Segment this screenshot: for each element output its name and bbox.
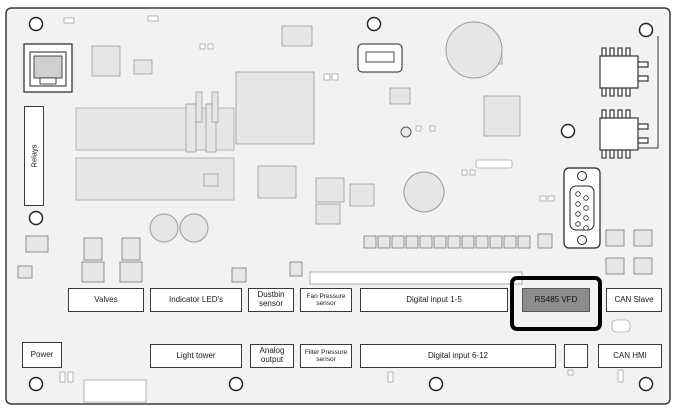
can-chip [605,229,625,247]
mounting-hole [228,376,244,392]
mounting-hole [428,376,444,392]
connector-block [289,261,303,277]
mounting-hole [28,16,44,32]
mounting-hole [560,123,576,139]
terminal-strip [309,271,523,285]
db9-connector [563,167,601,249]
ic-chip [185,103,197,153]
dustbin-sensor-label: Dustbin sensor [248,288,294,312]
ic-chip [315,177,345,203]
pressure-sensor [599,109,649,159]
connector-block [119,261,143,283]
ic-chip [349,183,375,207]
digital-input-1-5-label: Digital input 1-5 [360,288,508,312]
mounting-hole [638,376,654,392]
ic-chip [211,91,219,123]
ethernet-jack [23,43,73,93]
ic-chip [235,71,315,145]
ic-chip [205,103,217,153]
light-tower-label: Light tower [150,344,242,368]
pushbutton [400,126,412,138]
pressure-sensor [599,47,649,97]
inductor [149,213,179,243]
blank-label [564,344,588,368]
power-label: Power [22,342,62,368]
inductor [179,213,209,243]
usb-connector [357,43,403,73]
ic-chip [195,91,203,123]
ic-chip [281,25,313,47]
rs485-vfd-label[interactable]: RS485 VFD [522,288,590,312]
valves-label: Valves [68,288,144,312]
ic-chip [91,45,121,77]
fan-pressure-sensor-label: Fan Pressure sensor [300,288,352,312]
mounting-hole [366,16,382,32]
can-chip [605,257,625,275]
digital-input-header [363,235,531,249]
connector-block [81,261,105,283]
can-slave-label: CAN Slave [606,288,662,312]
connector-block [25,235,49,253]
transistor [83,237,103,261]
can-hmi-label: CAN HMI [598,344,662,368]
board-edge-step [630,36,659,149]
ic-chip [389,87,411,105]
mounting-hole [28,210,44,226]
relays-label: Relays [24,106,44,206]
can-chip [633,257,653,275]
indicator-leds-label: Indicator LED's [150,288,242,312]
connector-block [17,265,33,279]
transistor [121,237,141,261]
ic-chip [203,173,219,187]
filter-pressure-sensor-label: Filter Pressure sensor [300,344,352,368]
buzzer [403,171,445,213]
analog-output-label: Analog output [250,344,294,368]
rs485-highlight-frame [510,276,602,331]
ic-chip [257,165,297,199]
can-chip [537,233,553,249]
can-chip [633,229,653,247]
ic-chip [483,95,521,137]
mounting-hole [28,376,44,392]
coin-battery [445,21,503,79]
connector-block [231,267,247,283]
mounting-hole [638,22,654,38]
ic-chip [133,59,153,75]
digital-input-6-12-label: Digital input 6-12 [360,344,556,368]
ic-chip [315,203,341,225]
